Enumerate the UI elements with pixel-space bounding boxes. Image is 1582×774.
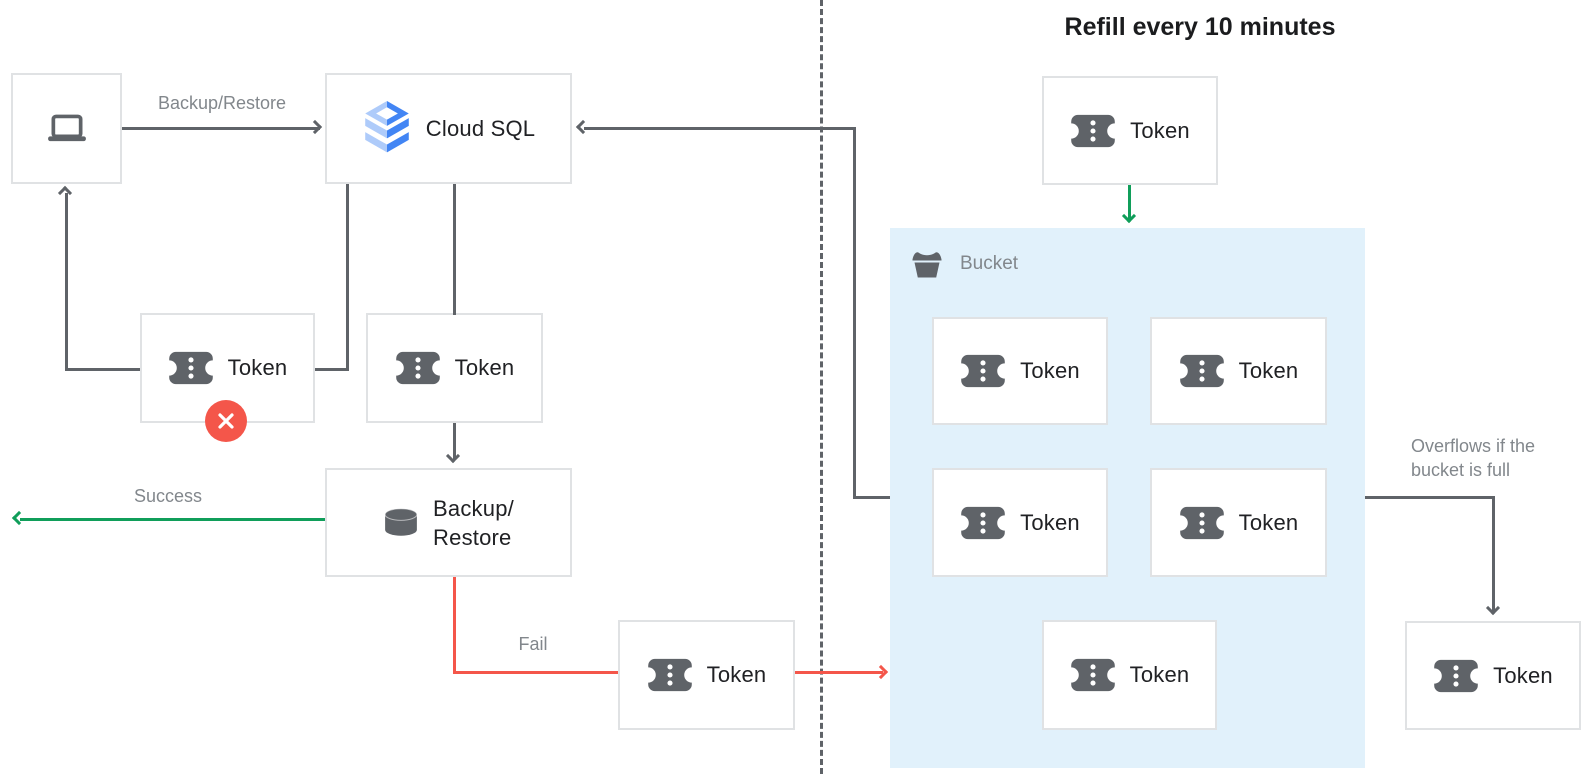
arrowhead-right [873,664,889,680]
edge-token-backup-v [453,423,456,459]
refill-token-node: Token [1042,76,1218,185]
arrowhead-left [575,119,591,135]
overflow-token-node: Token [1405,621,1581,730]
edge-bucket-cloudsql-h [584,127,856,130]
edge-client-cloudsql [122,127,320,130]
client-node [11,73,122,184]
laptop-icon [47,114,86,141]
token-label: Token [1238,358,1299,383]
arrowhead-right [307,119,323,135]
token-icon [960,506,1007,539]
request-token-node: Token [366,313,543,423]
backup-restore-line1: Backup/ [433,495,514,521]
cloud-sql-node: Cloud SQL [325,73,572,184]
bucket-header: Bucket [910,248,1018,280]
edge-bucket-cloudsql-h2 [853,496,890,499]
token-label: Token [1130,117,1190,143]
token-label: Token [706,662,767,687]
token-label: Token [1020,358,1080,383]
bucket-token-node: Token [1150,317,1327,425]
edge-rejected-client-v [65,193,68,371]
edge-bucket-cloudsql-v [853,127,856,499]
fail-token-node: Token [618,620,795,730]
edge-label-overflow: Overflows if the bucket is full [1411,434,1535,482]
token-label: Token [227,355,288,380]
edge-overflow-v [1492,496,1495,611]
bucket-token-node: Token [1042,620,1217,730]
bucket-icon [912,252,942,278]
token-icon [1178,506,1225,539]
edge-fail-h [453,671,618,674]
edge-label-backup-restore: Backup/Restore [157,93,287,113]
edge-cloudsql-token-v [453,184,456,315]
token-icon [1178,354,1225,388]
cloud-sql-label: Cloud SQL [425,115,536,141]
arrowhead-up [57,185,73,201]
edge-overflow-h [1365,496,1495,499]
token-icon [646,658,693,692]
token-icon [960,354,1007,388]
edge-failtoken-bucket [795,671,883,674]
bucket-token-node: Token [932,468,1108,577]
database-icon [384,507,418,536]
overflow-line2: bucket is full [1411,460,1511,480]
arrowhead-left [11,510,27,526]
edge-label-success: Success [133,486,203,506]
arrowhead-down [445,448,461,464]
page-title: Refill every 10 minutes [1064,13,1336,41]
backup-restore-line2: Restore [433,524,512,550]
bucket-token-node: Token [1150,468,1327,577]
token-icon [1069,658,1116,692]
edge-fail-v [453,577,456,674]
rejected-token-node: Token [140,313,315,423]
error-x-icon [205,400,247,442]
token-icon [167,351,214,385]
cloud-sql-icon [365,100,409,152]
token-label: Token [1493,662,1553,688]
token-icon [394,351,441,385]
arrowhead-down [1121,208,1137,224]
token-label: Token [1020,509,1080,535]
token-label: Token [1238,509,1299,535]
edge-cloudsql-rejected-v [346,184,349,371]
bucket-label: Bucket [960,253,1019,274]
edge-cloudsql-rejected-h [315,368,349,371]
dashed-divider [820,0,823,774]
token-icon [1070,114,1117,147]
edge-label-fail: Fail [518,634,548,654]
token-label: Token [454,355,515,380]
backup-restore-label: Backup/ Restore [433,494,514,552]
overflow-line1: Overflows if the [1411,436,1536,456]
edge-rejected-client-h [65,368,140,371]
edge-success [20,518,325,521]
token-label: Token [1129,662,1190,687]
bucket-token-node: Token [932,317,1108,425]
token-icon [1433,659,1480,692]
edge-refill-bucket [1128,185,1131,219]
arrowhead-down [1485,600,1501,616]
backup-restore-node: Backup/ Restore [325,468,572,577]
